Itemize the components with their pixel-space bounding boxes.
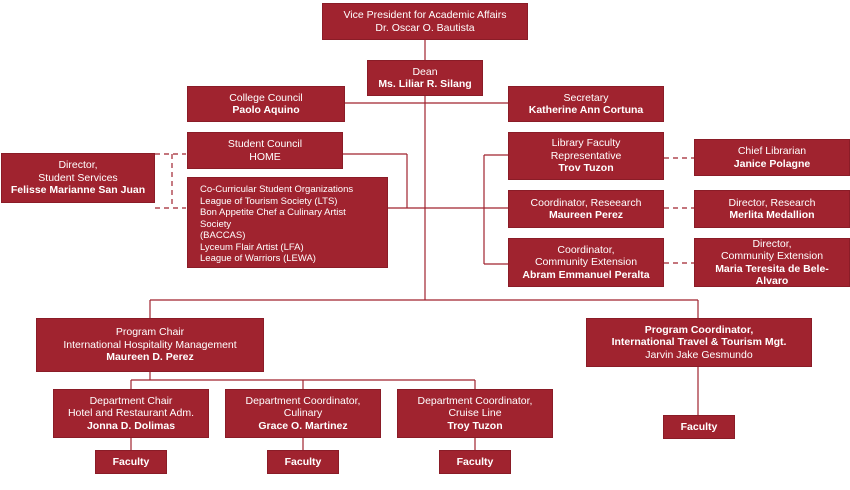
student-services-line1: Director, — [58, 159, 98, 172]
program-chair-box: Program Chair International Hospitality … — [36, 318, 264, 372]
secretary-title: Secretary — [563, 91, 609, 104]
chief-librarian-name: Janice Polagne — [733, 157, 811, 170]
cocurricular-item: League of Tourism Society (LTS) — [200, 195, 338, 207]
coord-extension-line2: Community Extension — [534, 256, 638, 269]
college-council-box: College Council Paolo Aquino — [187, 86, 345, 122]
dept-hra-box: Department Chair Hotel and Restaurant Ad… — [53, 389, 209, 438]
dir-research-name: Merlita Medallion — [729, 209, 815, 221]
program-coordinator-line2: International Travel & Tourism Mgt. — [611, 336, 787, 349]
library-faculty-name: Trov Tuzon — [558, 162, 614, 175]
dept-cruise-box: Department Coordinator, Cruise Line Troy… — [397, 389, 553, 438]
chief-librarian-title: Chief Librarian — [737, 145, 807, 157]
program-chair-name: Maureen D. Perez — [106, 351, 194, 364]
secretary-box: Secretary Katherine Ann Cortuna — [508, 86, 664, 122]
cocurricular-box: Co-Curricular Student Organizations Leag… — [187, 177, 388, 268]
vp-academic-affairs-box: Vice President for Academic Affairs Dr. … — [322, 3, 528, 40]
program-coordinator-line1: Program Coordinator, — [644, 323, 754, 336]
dept-cruise-line2: Cruise Line — [448, 407, 502, 420]
dean-box: Dean Ms. Liliar R. Silang — [367, 60, 483, 96]
library-faculty-line2: Representative — [550, 149, 622, 162]
dir-extension-line1: Director, — [752, 237, 792, 250]
faculty-label: Faculty — [284, 455, 322, 468]
student-services-line2: Student Services — [38, 171, 118, 184]
faculty-box-culinary: Faculty — [267, 450, 339, 474]
college-council-name: Paolo Aquino — [232, 104, 300, 116]
cocurricular-item: Bon Appetite Chef a Culinary Artist Soci… — [200, 207, 346, 230]
college-council-title: College Council — [229, 91, 303, 104]
dept-hra-name: Jonna D. Dolimas — [86, 419, 176, 432]
coord-research-title: Coordinator, Reseearch — [530, 196, 642, 209]
cocurricular-item: Lyceum Flair Artist (LFA) — [200, 241, 304, 253]
student-council-line2: HOME — [249, 150, 281, 163]
dir-extension-line2: Community Extension — [720, 250, 824, 262]
cocurricular-item: (BACCAS) — [200, 230, 246, 241]
dept-culinary-name: Grace O. Martinez — [258, 419, 348, 432]
cocurricular-item: League of Warriors (LEWA) — [200, 253, 316, 264]
dept-culinary-box: Department Coordinator, Culinary Grace O… — [225, 389, 381, 438]
coord-extension-box: Coordinator, Community Extension Abram E… — [508, 238, 664, 287]
coord-research-name: Maureen Perez — [548, 209, 624, 221]
dept-hra-line1: Department Chair — [89, 394, 173, 407]
chief-librarian-box: Chief Librarian Janice Polagne — [694, 139, 850, 176]
faculty-box-tourism: Faculty — [663, 415, 735, 439]
coord-research-box: Coordinator, Reseearch Maureen Perez — [508, 190, 664, 228]
dir-extension-name: Maria Teresita de Bele-Alvaro — [715, 262, 829, 288]
dept-culinary-line2: Culinary — [283, 407, 323, 420]
dean-title: Dean — [412, 65, 438, 78]
secretary-name: Katherine Ann Cortuna — [528, 104, 644, 116]
cocurricular-title: Co-Curricular Student Organizations — [200, 184, 354, 195]
student-services-name: Felisse Marianne San Juan — [10, 184, 146, 197]
faculty-label: Faculty — [456, 455, 494, 468]
program-coordinator-name: Jarvin Jake Gesmundo — [645, 348, 753, 361]
student-council-box: Student Council HOME — [187, 132, 343, 169]
library-faculty-line1: Library Faculty — [551, 137, 621, 150]
vp-title: Vice President for Academic Affairs — [343, 9, 507, 21]
vp-name: Dr. Oscar O. Bautista — [375, 21, 475, 34]
faculty-box-hra: Faculty — [95, 450, 167, 474]
coord-extension-line1: Coordinator, — [557, 243, 615, 256]
dir-research-box: Director, Research Merlita Medallion — [694, 190, 850, 228]
dept-culinary-line1: Department Coordinator, — [245, 394, 361, 407]
dept-cruise-line1: Department Coordinator, — [417, 394, 533, 407]
program-chair-line2: International Hospitality Management — [63, 338, 237, 351]
dept-cruise-name: Troy Tuzon — [447, 419, 503, 432]
program-chair-line1: Program Chair — [115, 326, 185, 339]
faculty-box-cruise: Faculty — [439, 450, 511, 474]
student-services-box: Director, Student Services Felisse Maria… — [1, 153, 155, 203]
coord-extension-name: Abram Emmanuel Peralta — [522, 268, 650, 281]
student-council-line1: Student Council — [227, 138, 303, 150]
dept-hra-line2: Hotel and Restaurant Adm. — [67, 407, 195, 420]
faculty-label: Faculty — [112, 455, 150, 468]
dir-research-title: Director, Research — [728, 196, 816, 209]
library-faculty-box: Library Faculty Representative Trov Tuzo… — [508, 132, 664, 180]
faculty-label: Faculty — [680, 420, 718, 433]
dir-extension-box: Director, Community Extension Maria Tere… — [694, 238, 850, 287]
dean-name: Ms. Liliar R. Silang — [378, 78, 472, 90]
program-coordinator-box: Program Coordinator, International Trave… — [586, 318, 812, 367]
